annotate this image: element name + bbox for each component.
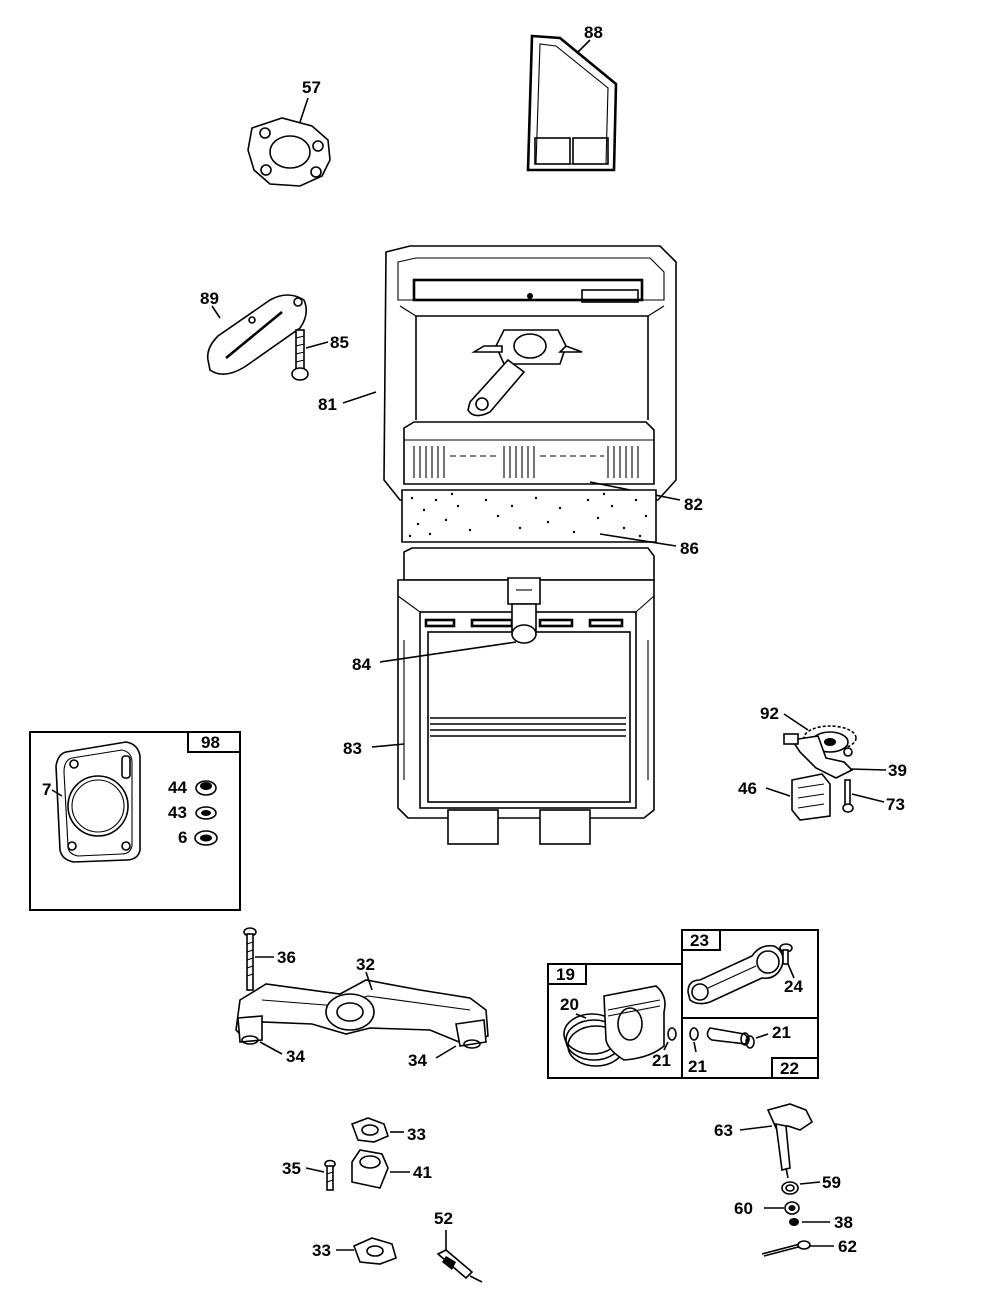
part-86-pre-cleaner bbox=[401, 489, 657, 543]
label-7: 7 bbox=[42, 780, 51, 799]
label-88: 88 bbox=[584, 23, 603, 42]
part-36-bolt bbox=[243, 927, 257, 991]
part-33-gasket-b bbox=[352, 1237, 397, 1265]
label-34b: 34 bbox=[408, 1051, 427, 1070]
label-73: 73 bbox=[886, 795, 905, 814]
label-35: 35 bbox=[282, 1159, 301, 1178]
part-62-pin bbox=[761, 1240, 811, 1257]
label-92: 92 bbox=[760, 704, 779, 723]
part-83-cover bbox=[397, 547, 655, 845]
label-41: 41 bbox=[413, 1163, 432, 1182]
label-23: 23 bbox=[690, 931, 709, 950]
label-24: 24 bbox=[784, 977, 803, 996]
part-92-gear-assembly bbox=[783, 725, 857, 779]
part-57-gasket bbox=[247, 117, 331, 187]
label-83: 83 bbox=[343, 739, 362, 758]
label-52: 52 bbox=[434, 1209, 453, 1228]
part-6-seal bbox=[194, 830, 218, 846]
part-32-manifold bbox=[235, 979, 489, 1049]
part-60-nut bbox=[784, 1201, 800, 1215]
part-84-knob bbox=[507, 577, 541, 644]
label-20: 20 bbox=[560, 995, 579, 1014]
part-82-filter-element bbox=[403, 421, 655, 485]
label-33a: 33 bbox=[407, 1125, 426, 1144]
part-59-washer bbox=[781, 1181, 799, 1195]
part-7-head-gasket bbox=[55, 741, 141, 863]
label-57: 57 bbox=[302, 78, 321, 97]
label-34a: 34 bbox=[286, 1047, 305, 1066]
part-63-governor-lever bbox=[766, 1103, 814, 1179]
label-19: 19 bbox=[556, 965, 575, 984]
label-85: 85 bbox=[330, 333, 349, 352]
label-36: 36 bbox=[277, 948, 296, 967]
part-85-screw bbox=[291, 329, 309, 381]
label-44: 44 bbox=[168, 778, 187, 797]
label-63: 63 bbox=[714, 1121, 733, 1140]
label-60: 60 bbox=[734, 1199, 753, 1218]
label-62: 62 bbox=[838, 1237, 857, 1256]
label-84: 84 bbox=[352, 655, 371, 674]
part-21-clip-b bbox=[745, 1035, 755, 1049]
label-21a: 21 bbox=[652, 1051, 671, 1070]
label-6: 6 bbox=[178, 828, 187, 847]
label-98: 98 bbox=[201, 733, 220, 752]
part-19-piston bbox=[603, 985, 666, 1061]
part-43-washer bbox=[195, 806, 217, 820]
part-73-screw bbox=[842, 779, 854, 813]
label-39: 39 bbox=[888, 761, 907, 780]
label-59: 59 bbox=[822, 1173, 841, 1192]
part-33-gasket-a bbox=[350, 1117, 389, 1143]
part-88-gasket bbox=[526, 34, 618, 172]
label-22: 22 bbox=[780, 1059, 799, 1078]
part-46-block bbox=[791, 773, 831, 821]
part-21-clip-c bbox=[689, 1027, 699, 1041]
label-38: 38 bbox=[834, 1213, 853, 1232]
part-24-bolt bbox=[779, 943, 793, 965]
label-89: 89 bbox=[200, 289, 219, 308]
part-52-plug bbox=[436, 1249, 483, 1283]
label-43: 43 bbox=[168, 803, 187, 822]
label-46: 46 bbox=[738, 779, 757, 798]
part-89-plate bbox=[206, 294, 308, 375]
part-44-nut bbox=[195, 780, 217, 796]
label-33b: 33 bbox=[312, 1241, 331, 1260]
part-21-clip-a bbox=[667, 1027, 677, 1041]
label-21b: 21 bbox=[772, 1023, 791, 1042]
label-32: 32 bbox=[356, 955, 375, 974]
label-81: 81 bbox=[318, 395, 337, 414]
label-86: 86 bbox=[680, 539, 699, 558]
part-35-screw bbox=[324, 1159, 336, 1191]
label-82: 82 bbox=[684, 495, 703, 514]
label-21c: 21 bbox=[688, 1057, 707, 1076]
part-38-bushing bbox=[789, 1218, 799, 1226]
part-41-spacer bbox=[351, 1149, 389, 1189]
